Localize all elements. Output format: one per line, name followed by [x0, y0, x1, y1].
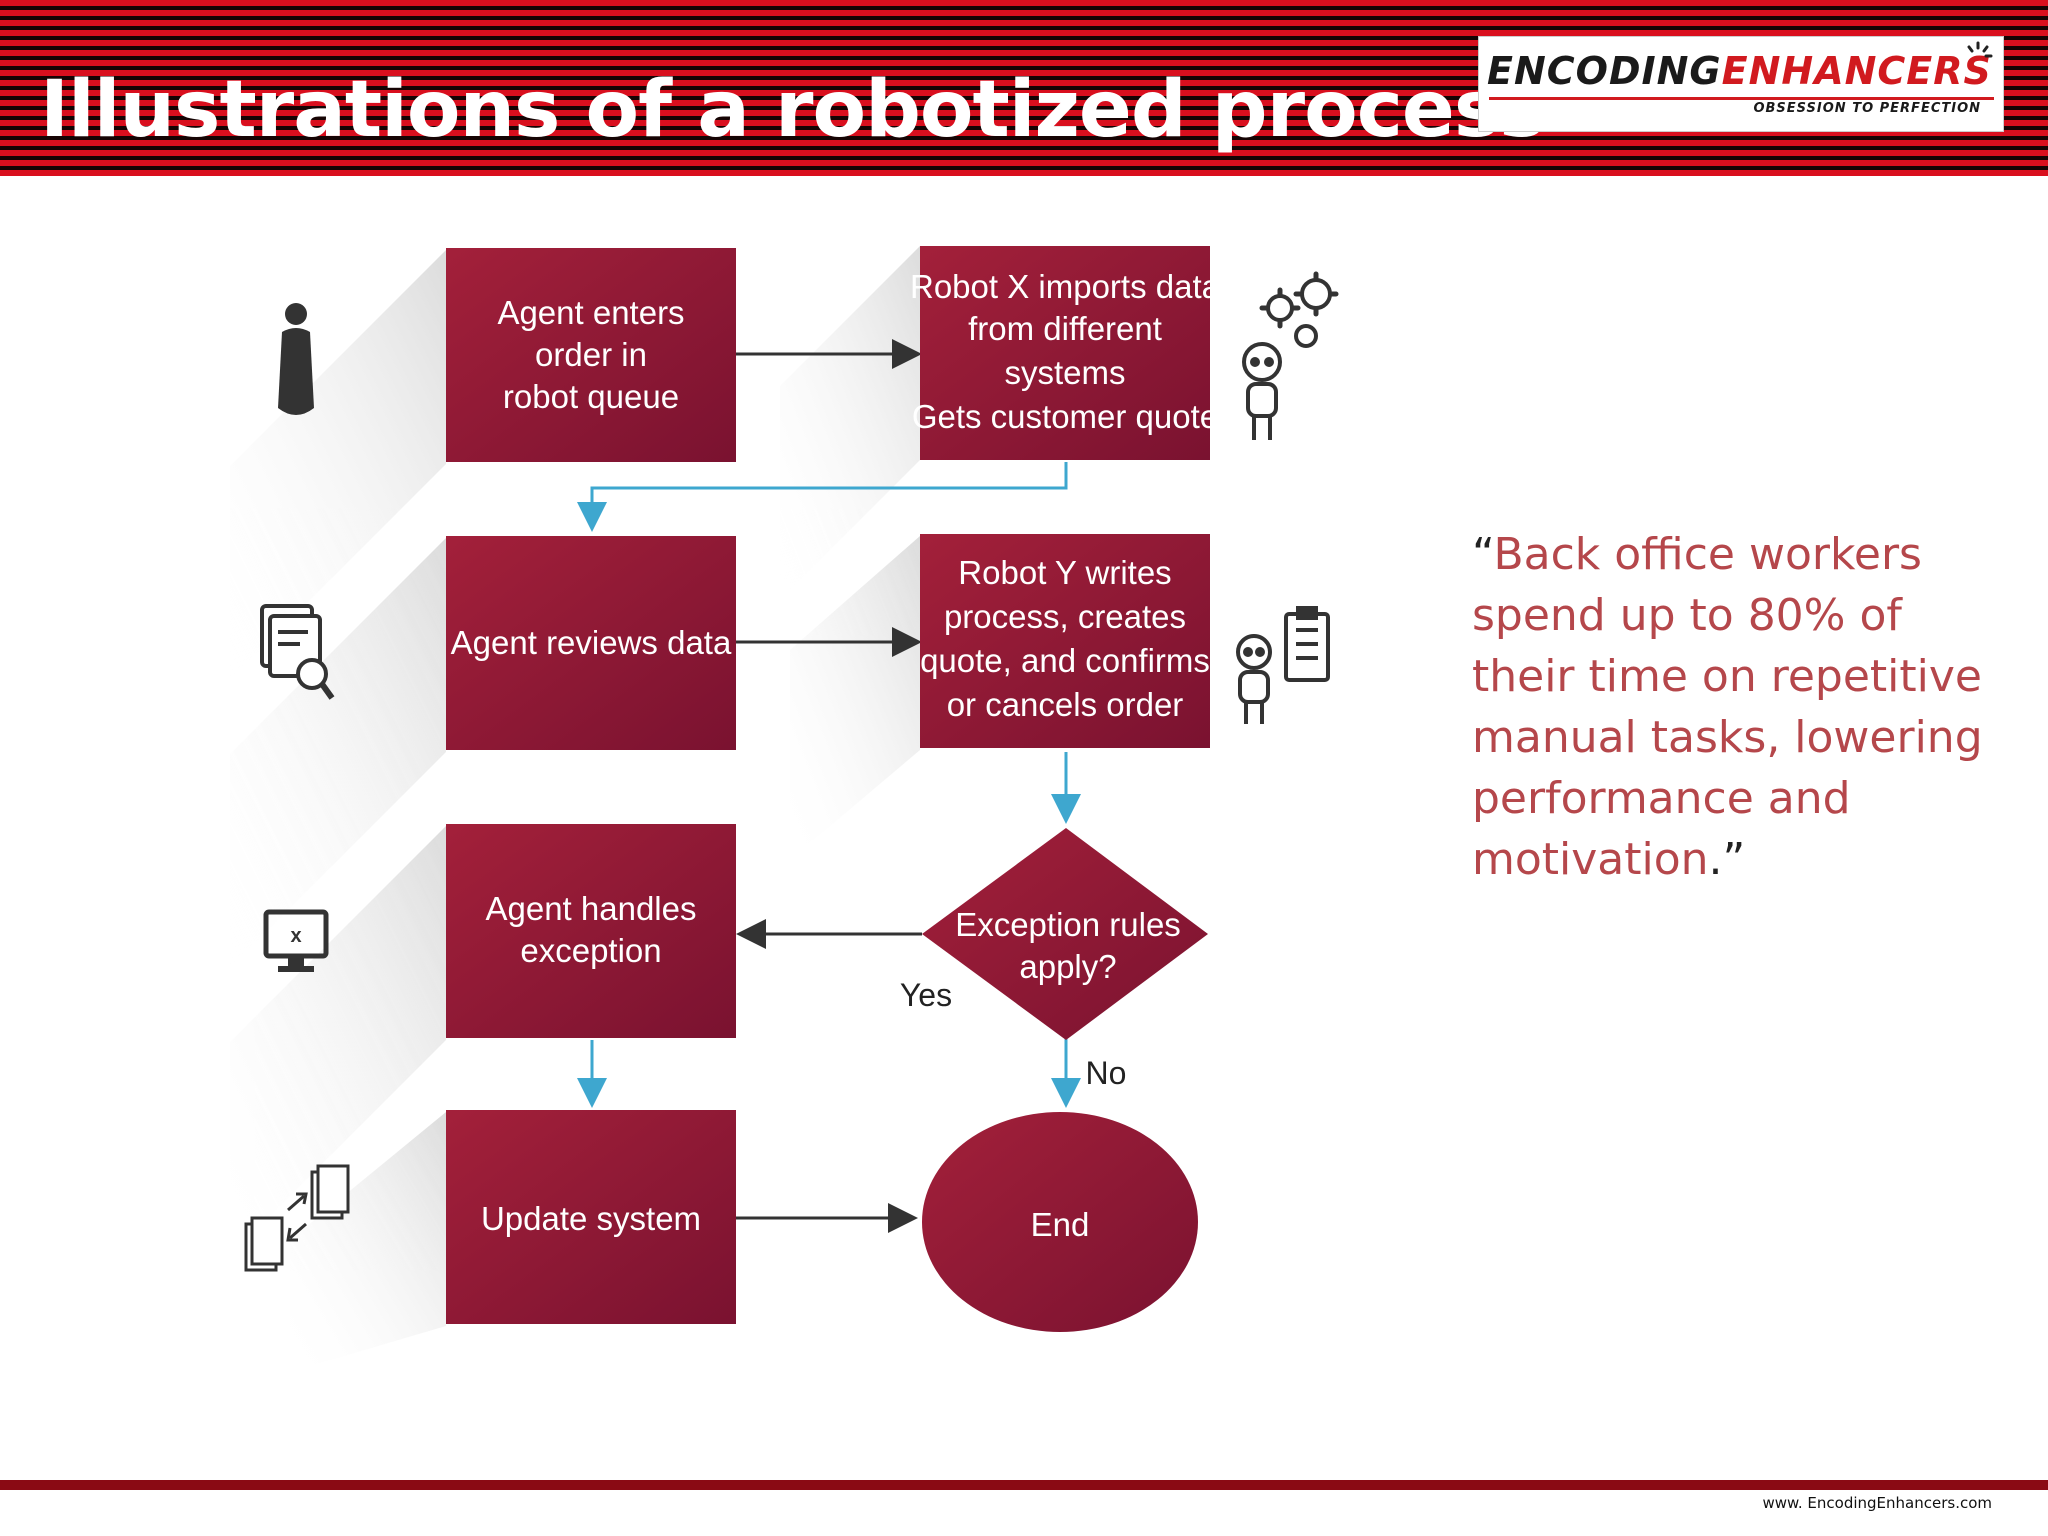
- monitor-error-icon: x: [263, 909, 329, 972]
- label-robot-y-3: quote, and confirms: [920, 642, 1210, 679]
- footer-bar: [0, 1480, 2048, 1490]
- logo-part-2: ENHANCERS: [1721, 49, 1992, 93]
- quote-open-mark: “: [1472, 529, 1494, 580]
- logo-wordmark: ENCODINGENHANCERS: [1487, 49, 1992, 93]
- header-band: Illustrations of a robotized process ENC…: [0, 0, 2048, 176]
- box-shadows: [230, 246, 920, 1372]
- arrow-robot-x-to-review: [577, 462, 1068, 532]
- node-robot-x: [920, 246, 1210, 460]
- label-agent-handles-1: Agent handles: [485, 890, 696, 927]
- label-robot-x-4: Gets customer quote: [912, 398, 1218, 435]
- flow-nodes: [446, 246, 1210, 1332]
- label-robot-y-4: or cancels order: [947, 686, 1184, 723]
- node-agent-reviews: [446, 536, 736, 750]
- logo-tagline: OBSESSION TO PERFECTION: [1753, 101, 1981, 116]
- robot-clipboard-icon: [1236, 606, 1330, 724]
- logo-spark-icon: [1967, 41, 1993, 58]
- footer-url: www. EncodingEnhancers.com: [1762, 1494, 1992, 1512]
- node-agent-handles: [446, 824, 736, 1038]
- document-search-icon: [260, 604, 335, 700]
- logo-part-1: ENCODING: [1487, 49, 1722, 93]
- node-robot-y: [920, 534, 1210, 748]
- label-robot-x-1: Robot X imports data: [910, 268, 1221, 305]
- label-robot-y-1: Robot Y writes: [958, 554, 1171, 591]
- node-update-system: [446, 1110, 736, 1324]
- node-agent-enters: [446, 248, 736, 462]
- logo-underline: [1489, 97, 1994, 100]
- label-agent-enters-1: Agent enters: [497, 294, 684, 331]
- label-end: End: [1031, 1206, 1090, 1243]
- slide-title: Illustrations of a robotized process: [40, 65, 1546, 155]
- company-logo: ENCODINGENHANCERS OBSESSION TO PERFECTIO…: [1478, 36, 2004, 132]
- node-exception-decision: [922, 828, 1208, 1040]
- label-agent-enters-2: order in: [535, 336, 647, 373]
- label-exception-2: apply?: [1019, 948, 1116, 985]
- label-yes: Yes: [900, 977, 952, 1013]
- label-robot-y-2: process, creates: [944, 598, 1186, 635]
- node-labels: Agent enters order in robot queue Robot …: [451, 268, 1221, 1243]
- process-flowchart: Agent enters order in robot queue Robot …: [230, 246, 1339, 1372]
- label-no: No: [1086, 1055, 1127, 1091]
- svg-text:x: x: [290, 925, 301, 947]
- quote-block: “Back office workers spend up to 80% of …: [1472, 524, 2012, 890]
- label-robot-x-3: systems: [1004, 354, 1125, 391]
- label-agent-handles-2: exception: [520, 932, 661, 969]
- label-agent-enters-3: robot queue: [503, 378, 679, 415]
- robot-icon: [1242, 342, 1282, 440]
- quote-close-mark: .”: [1708, 834, 1746, 885]
- label-robot-x-2: from different: [968, 310, 1162, 347]
- label-agent-reviews: Agent reviews data: [451, 624, 732, 661]
- quote-text: Back office workers spend up to 80% of t…: [1472, 529, 1983, 885]
- documents-sync-icon: [244, 1164, 350, 1272]
- gears-icon: [1259, 271, 1339, 348]
- label-update-system: Update system: [481, 1200, 701, 1237]
- node-end: [922, 1112, 1198, 1332]
- connectors: [577, 339, 1081, 1233]
- person-icon: [278, 303, 314, 415]
- label-exception-1: Exception rules: [955, 906, 1181, 943]
